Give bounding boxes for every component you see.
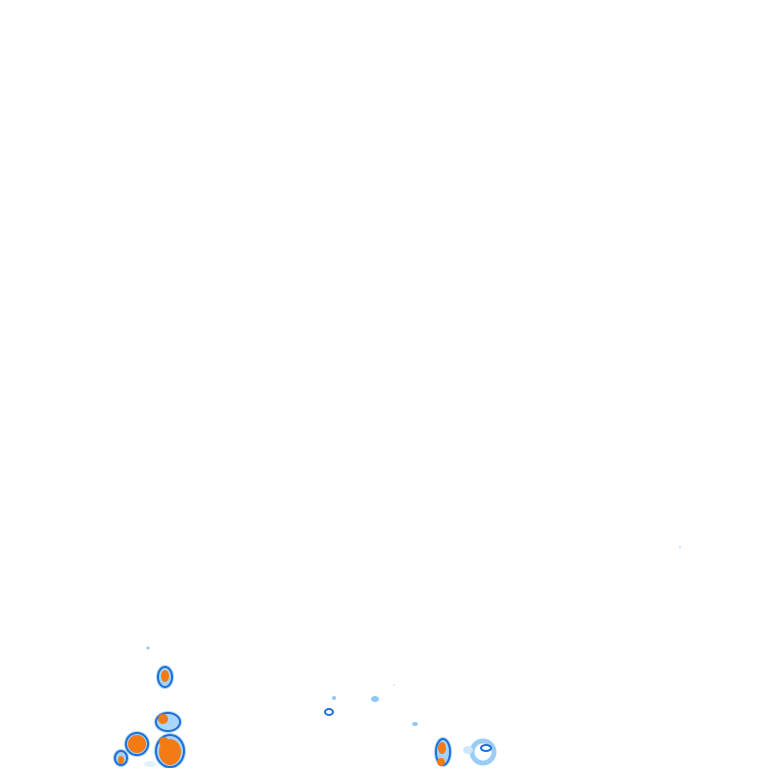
radar-speck-h <box>324 708 334 716</box>
radar-cell-b <box>154 711 182 733</box>
radar-speck-j <box>371 696 379 702</box>
radar-speck-n <box>393 684 395 686</box>
radar-speck-i <box>332 696 336 700</box>
radar-cell-a <box>156 665 174 689</box>
radar-speck-m <box>679 545 681 549</box>
radar-speck-k <box>412 722 418 726</box>
radar-speck-l <box>146 646 150 650</box>
radar-cell-d <box>154 733 186 768</box>
radar-speck-o <box>144 761 156 767</box>
radar-cell-f <box>434 737 452 767</box>
radar-cell-c <box>124 731 150 757</box>
radar-cell-e <box>113 749 129 767</box>
radar-cell-g <box>463 738 497 766</box>
